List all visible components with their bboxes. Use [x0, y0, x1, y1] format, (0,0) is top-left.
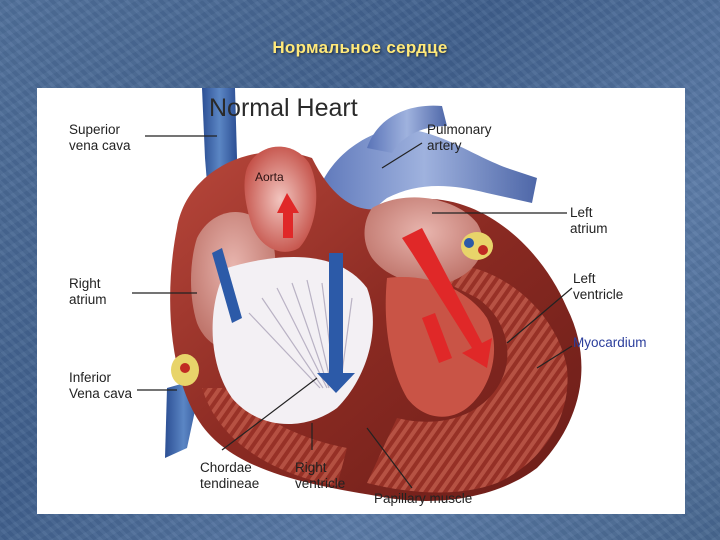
label-aorta: Aorta [255, 170, 284, 184]
heart-diagram-panel: Normal Heart Superior vena cava Pulmonar… [37, 88, 685, 514]
label-line: Right [295, 460, 327, 475]
label-line: atrium [69, 292, 107, 307]
aorta-flow-arrow [277, 193, 299, 238]
label-line: Right [69, 276, 101, 291]
label-line: Pulmonary [427, 122, 492, 137]
slide-title: Нормальное сердце [272, 38, 448, 57]
heart-illustration [132, 88, 582, 501]
label-chordae-tendineae: Chordae tendineae [200, 460, 259, 492]
label-line: vena cava [69, 138, 131, 153]
pulmonary-artery [311, 128, 537, 248]
label-pulmonary-artery: Pulmonary artery [427, 122, 492, 154]
label-line: ventricle [573, 287, 624, 302]
label-line: Inferior [69, 370, 112, 385]
label-line: tendineae [200, 476, 260, 491]
label-line: Superior [69, 122, 121, 137]
aorta-chamber [244, 146, 317, 252]
left-ventricle-flow-arrow [422, 313, 452, 363]
label-line: Vena cava [69, 386, 133, 401]
label-right-ventricle: Right ventricle [295, 460, 345, 492]
myocardium-texture [367, 264, 568, 493]
tricuspid-valve [171, 354, 199, 386]
right-ventricle-wall-texture [202, 388, 347, 486]
left-heart-flow-arrow [402, 228, 492, 368]
label-left-atrium: Left atrium [570, 205, 608, 237]
label-line: Left [573, 271, 596, 286]
label-left-ventricle: Left ventricle [573, 271, 623, 303]
right-atrium-flow [212, 248, 242, 323]
label-inferior-vena-cava: Inferior Vena cava [69, 370, 132, 402]
label-line: artery [427, 138, 462, 153]
leader-lines [132, 135, 573, 489]
label-line: ventricle [295, 476, 346, 491]
label-myocardium: Myocardium [573, 335, 647, 350]
mitral-valve [461, 232, 493, 260]
label-line: Left [570, 205, 593, 220]
label-line: Chordae [200, 460, 252, 475]
label-line: atrium [570, 221, 608, 236]
pulmonary-artery-branch [367, 105, 447, 153]
label-papillary-muscle: Papillary muscle [374, 491, 473, 506]
label-superior-vena-cava: Superior vena cava [69, 122, 131, 154]
deoxygenated-flow-arrow [317, 253, 355, 393]
diagram-title: Normal Heart [209, 94, 358, 122]
label-right-atrium: Right atrium [69, 276, 107, 308]
